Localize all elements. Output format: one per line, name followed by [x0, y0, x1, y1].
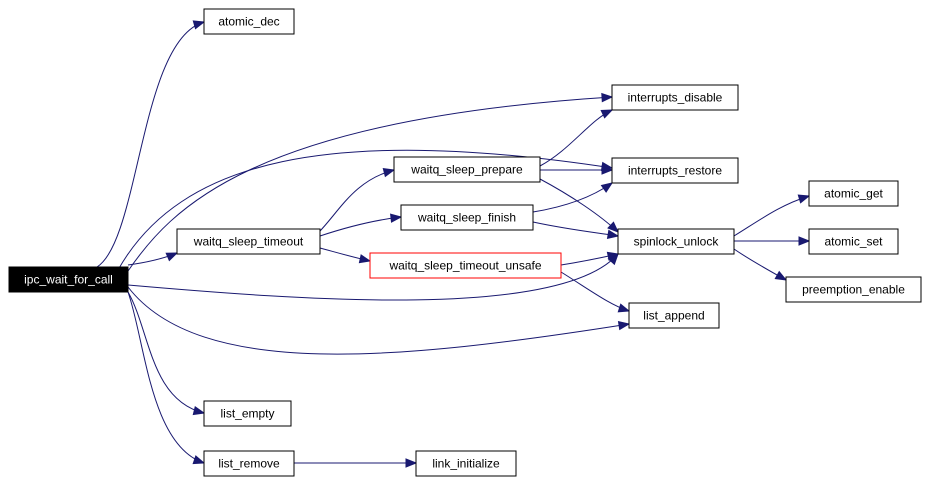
- node-link-initialize[interactable]: link_initialize: [415, 450, 517, 477]
- node-box: [617, 228, 735, 255]
- edge-waitq_sleep_prepare-to-interrupts_disable: [539, 109, 613, 167]
- node-label: waitq_sleep_finish: [417, 211, 516, 225]
- arrowhead-list_remove: [192, 455, 206, 465]
- arrowhead-atomic_get: [797, 194, 811, 204]
- arrowhead-spinlock_unlock: [606, 251, 620, 261]
- nodes-layer: ipc_wait_for_call atomic_dec interrupts_di…: [8, 8, 922, 477]
- node-label: link_initialize: [432, 457, 500, 471]
- arrowhead-waitq_sleep_finish: [390, 213, 403, 223]
- edge-spinlock_unlock-to-atomic_get: [733, 195, 810, 237]
- node-label: atomic_get: [824, 187, 883, 201]
- node-interrupts-restore[interactable]: interrupts_restore: [611, 157, 739, 184]
- edges-layer: [96, 20, 811, 468]
- arrowhead-list_empty: [192, 405, 206, 416]
- node-box: [203, 450, 295, 477]
- edge-ipc_wait_for_call-to-list_remove: [127, 291, 205, 464]
- node-box: [393, 156, 541, 183]
- node-box: [611, 157, 739, 184]
- node-waitq-sleep-prepare[interactable]: waitq_sleep_prepare: [393, 156, 541, 183]
- arrowhead-spinlock_unlock: [607, 221, 619, 233]
- node-label: spinlock_unlock: [634, 235, 720, 249]
- node-label: waitq_sleep_timeout: [193, 235, 304, 249]
- edge-ipc_wait_for_call-to-list_append: [127, 286, 630, 355]
- node-box: [203, 400, 292, 427]
- node-label: interrupts_restore: [628, 164, 722, 178]
- node-box: [628, 302, 720, 329]
- node-box: [785, 276, 922, 303]
- arrowhead-spinlock_unlock: [606, 229, 620, 239]
- arrowhead-preemption_enable: [774, 270, 788, 281]
- node-interrupts-disable[interactable]: interrupts_disable: [611, 84, 739, 111]
- node-waitq-sleep-finish[interactable]: waitq_sleep_finish: [400, 204, 534, 231]
- node-box: [176, 228, 321, 255]
- node-box: [415, 450, 517, 477]
- edge-ipc_wait_for_call-to-interrupts_restore: [117, 149, 613, 271]
- arrowhead-interrupts_disable: [600, 109, 614, 119]
- node-box: [808, 180, 899, 207]
- arrowhead-interrupts_restore: [600, 182, 614, 193]
- node-label: atomic_set: [824, 235, 883, 249]
- node-label: waitq_sleep_timeout_unsafe: [388, 259, 541, 273]
- node-box: [400, 204, 534, 231]
- node-box: [369, 252, 562, 279]
- node-atomic-dec[interactable]: atomic_dec: [203, 8, 295, 35]
- edge-waitq_sleep_timeout-to-waitq_sleep_finish: [319, 216, 402, 237]
- node-box: [203, 8, 295, 35]
- arrowhead-list_append: [617, 303, 631, 313]
- edge-ipc_wait_for_call-to-spinlock_unlock: [127, 253, 619, 301]
- arrowhead-interrupts_restore: [601, 165, 614, 175]
- node-box: [808, 228, 899, 255]
- arrowhead-atomic_set: [798, 236, 811, 246]
- node-list-empty[interactable]: list_empty: [203, 400, 292, 427]
- node-atomic-get[interactable]: atomic_get: [808, 180, 899, 207]
- node-label: waitq_sleep_prepare: [410, 163, 523, 177]
- arrowhead-link_initialize: [405, 458, 418, 468]
- node-label: ipc_wait_for_call: [24, 273, 113, 287]
- edge-waitq_sleep_timeout-to-waitq_sleep_prepare: [319, 169, 395, 232]
- node-waitq-sleep-timeout-unsafe[interactable]: waitq_sleep_timeout_unsafe: [369, 252, 562, 279]
- node-ipc-wait-for-call[interactable]: ipc_wait_for_call: [8, 266, 129, 293]
- node-preemption-enable[interactable]: preemption_enable: [785, 276, 922, 303]
- arrowhead-waitq_sleep_timeout: [165, 252, 179, 262]
- edge-waitq_sleep_timeout_unsafe-to-list_append: [560, 271, 630, 312]
- node-spinlock-unlock[interactable]: spinlock_unlock: [617, 228, 735, 255]
- node-waitq-sleep-timeout[interactable]: waitq_sleep_timeout: [176, 228, 321, 255]
- node-label: list_empty: [220, 407, 274, 421]
- edge-ipc_wait_for_call-to-atomic_dec: [96, 21, 205, 268]
- arrowhead-waitq_sleep_timeout_unsafe: [358, 254, 372, 264]
- node-list-remove[interactable]: list_remove: [203, 450, 295, 477]
- node-label: preemption_enable: [802, 283, 905, 297]
- edge-ipc_wait_for_call-to-list_empty: [127, 291, 205, 414]
- node-atomic-set[interactable]: atomic_set: [808, 228, 899, 255]
- node-label: interrupts_disable: [628, 91, 723, 105]
- node-list-append[interactable]: list_append: [628, 302, 720, 329]
- arrowhead-waitq_sleep_prepare: [382, 168, 396, 178]
- node-label: list_remove: [218, 457, 280, 471]
- arrowhead-list_append: [617, 320, 631, 331]
- node-label: list_append: [643, 309, 704, 323]
- node-box: [8, 266, 129, 293]
- node-box: [611, 84, 739, 111]
- edge-waitq_sleep_finish-to-spinlock_unlock: [532, 221, 619, 237]
- arrowhead-atomic_dec: [192, 20, 206, 30]
- node-label: atomic_dec: [218, 15, 279, 29]
- arrowhead-interrupts_disable: [601, 92, 614, 103]
